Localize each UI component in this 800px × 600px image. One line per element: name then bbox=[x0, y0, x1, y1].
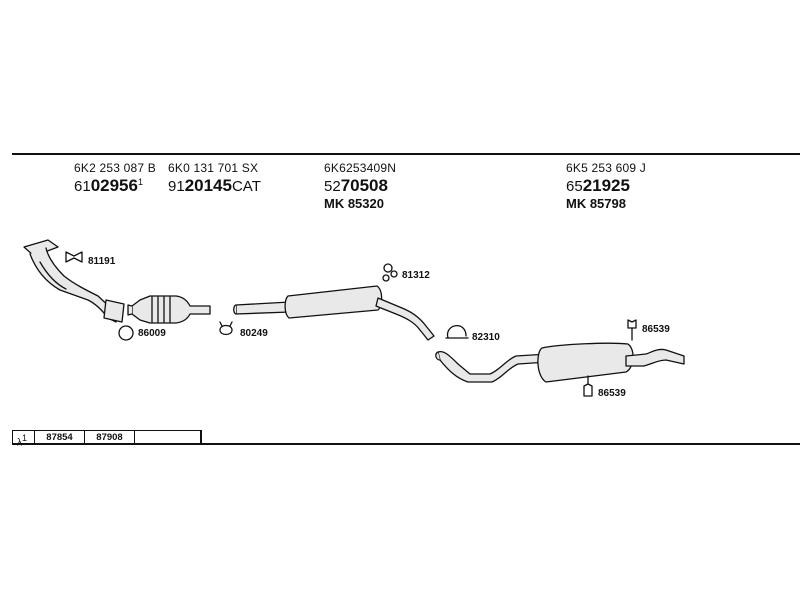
rear-hanger-top-drawing bbox=[627, 319, 637, 341]
part-number: 6521925 bbox=[566, 176, 630, 195]
hanger-drawing bbox=[382, 263, 398, 282]
manifold-gasket-drawing bbox=[65, 251, 83, 263]
callout-80249: 80249 bbox=[240, 328, 268, 339]
catalyst-drawing bbox=[127, 295, 211, 324]
part-number: 9120145CAT bbox=[168, 176, 261, 195]
lambda-symbol: λ1 bbox=[13, 431, 35, 448]
callout-86009: 86009 bbox=[138, 328, 166, 339]
oe-number: 6K6253409N bbox=[324, 161, 397, 175]
part-number: 5270508 bbox=[324, 176, 388, 195]
front-pipe-drawing bbox=[23, 239, 125, 323]
part-group-catalyst: 6K0 131 701 SX 9120145CAT bbox=[168, 162, 261, 194]
callout-86539-top: 86539 bbox=[642, 324, 670, 335]
lambda-value: 87854 bbox=[35, 431, 85, 445]
lambda-sensor-table: λ1 87854 87908 bbox=[12, 430, 202, 448]
callout-82310: 82310 bbox=[472, 332, 500, 343]
rear-hanger-bottom-drawing bbox=[583, 375, 593, 397]
part-group-front-pipe: 6K2 253 087 B 61029561 bbox=[74, 162, 156, 194]
frame-top-line bbox=[12, 153, 800, 155]
oe-number: 6K0 131 701 SX bbox=[168, 161, 259, 175]
mk-number: MK 85320 bbox=[324, 196, 384, 211]
callout-81312: 81312 bbox=[402, 270, 430, 281]
ring-gasket-drawing bbox=[118, 325, 134, 341]
callout-86539-bottom: 86539 bbox=[598, 388, 626, 399]
oe-number: 6K5 253 609 J bbox=[566, 161, 646, 175]
clamp-drawing bbox=[219, 321, 233, 336]
part-group-rear-silencer: 6K5 253 609 J 6521925 MK 85798 bbox=[566, 162, 646, 210]
lambda-empty-cell bbox=[135, 431, 201, 445]
callout-81191: 81191 bbox=[88, 256, 116, 267]
part-group-middle-silencer: 6K6253409N 5270508 MK 85320 bbox=[324, 162, 396, 210]
lambda-value: 87908 bbox=[85, 431, 135, 445]
frame-bottom-line bbox=[12, 443, 800, 445]
middle-silencer-drawing bbox=[233, 285, 435, 341]
part-number: 61029561 bbox=[74, 176, 143, 195]
mk-number: MK 85798 bbox=[566, 196, 626, 211]
oe-number: 6K2 253 087 B bbox=[74, 161, 157, 175]
clamp-82310-drawing bbox=[445, 325, 469, 339]
rear-silencer-drawing bbox=[435, 342, 685, 383]
